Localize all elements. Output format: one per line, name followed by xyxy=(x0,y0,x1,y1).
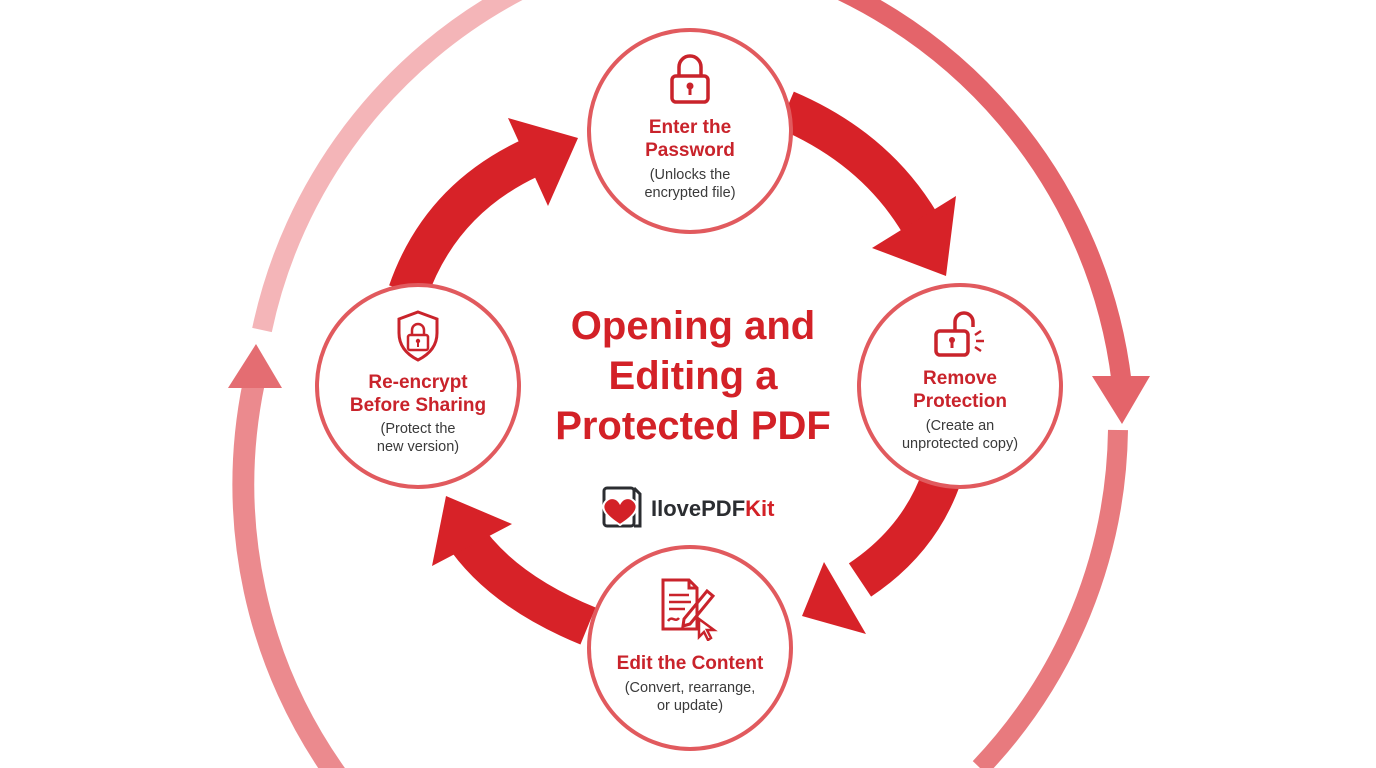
arrow-edit-to-reencrypt xyxy=(445,520,596,645)
node-circle-reencrypt xyxy=(315,283,521,489)
node-circle-password xyxy=(587,28,793,234)
arrow-password-to-remove-head xyxy=(872,196,956,276)
outer-ring-right-lower-arc xyxy=(972,429,1128,768)
step-title-line-2: Password xyxy=(645,140,735,161)
brand-logo: IlovePDFKit xyxy=(598,485,798,531)
step-description: (Protect the new version) xyxy=(323,420,513,456)
step-desc-line-1: (Convert, rearrange, xyxy=(624,680,756,696)
step-title: Re-encrypt Before Sharing xyxy=(323,371,513,417)
brand-name: IlovePDFKit xyxy=(651,496,774,522)
title-line-2: Editing a xyxy=(608,354,778,398)
step-title-line-1: Remove xyxy=(923,368,997,389)
step-title: Enter the Password xyxy=(595,116,785,162)
outer-ring-left-upper-arc xyxy=(252,0,523,333)
step-enter-password: Enter the Password (Unlocks the encrypte… xyxy=(595,36,785,226)
arrow-reencrypt-to-password-head xyxy=(508,118,578,206)
step-reencrypt: Re-encrypt Before Sharing (Protect the n… xyxy=(323,291,513,481)
step-title-line-2: Protection xyxy=(913,391,1007,412)
arrow-edit-to-reencrypt-head xyxy=(432,496,512,566)
brand-name-accent: Kit xyxy=(745,496,775,521)
padlock-icon xyxy=(670,54,710,104)
arrow-remove-to-edit-head xyxy=(802,562,866,634)
step-desc-line-1: (Create an xyxy=(925,418,995,434)
step-desc-line-2: unprotected copy) xyxy=(901,436,1019,452)
outer-ring-right-arrowhead xyxy=(1092,376,1150,424)
step-desc-line-1: (Unlocks the xyxy=(649,167,731,183)
step-title: Remove Protection xyxy=(865,367,1055,413)
step-title-line-1: Re-encrypt xyxy=(368,372,468,393)
step-description: (Convert, rearrange, or update) xyxy=(595,679,785,715)
step-title: Edit the Content xyxy=(595,652,785,675)
arrow-remove-to-edit xyxy=(848,469,961,597)
node-circle-remove xyxy=(857,283,1063,489)
outer-ring-left-arc xyxy=(232,379,345,768)
step-title-line-2: Before Sharing xyxy=(349,395,487,416)
title-line-1: Opening and xyxy=(570,304,816,348)
step-title-line-1: Edit the Content xyxy=(616,653,764,674)
step-desc-line-1: (Protect the xyxy=(380,421,456,437)
title-line-3: Protected PDF xyxy=(555,404,831,448)
heart-document-icon xyxy=(602,486,642,528)
step-description: (Create an unprotected copy) xyxy=(865,417,1055,453)
step-desc-line-2: encrypted file) xyxy=(644,185,736,201)
edit-document-icon xyxy=(661,578,718,641)
node-circle-edit xyxy=(587,545,793,751)
shield-lock-icon xyxy=(397,310,439,362)
step-title-line-1: Enter the xyxy=(648,117,732,138)
brand-name-plain: IlovePDF xyxy=(651,496,746,521)
arrow-password-to-remove xyxy=(777,91,943,242)
step-remove-protection: Remove Protection (Create an unprotected… xyxy=(865,291,1055,481)
diagram-title: Opening and Editing a Protected PDF xyxy=(488,301,898,451)
outer-ring-left-arrowhead xyxy=(228,344,282,388)
step-description: (Unlocks the encrypted file) xyxy=(595,166,785,202)
unlocked-padlock-icon xyxy=(934,311,984,357)
arrow-reencrypt-to-password xyxy=(389,139,539,299)
step-desc-line-2: new version) xyxy=(376,439,460,455)
step-desc-line-2: or update) xyxy=(656,698,724,714)
outer-ring-right-arc xyxy=(837,0,1132,395)
step-edit-content: Edit the Content (Convert, rearrange, or… xyxy=(595,553,785,743)
